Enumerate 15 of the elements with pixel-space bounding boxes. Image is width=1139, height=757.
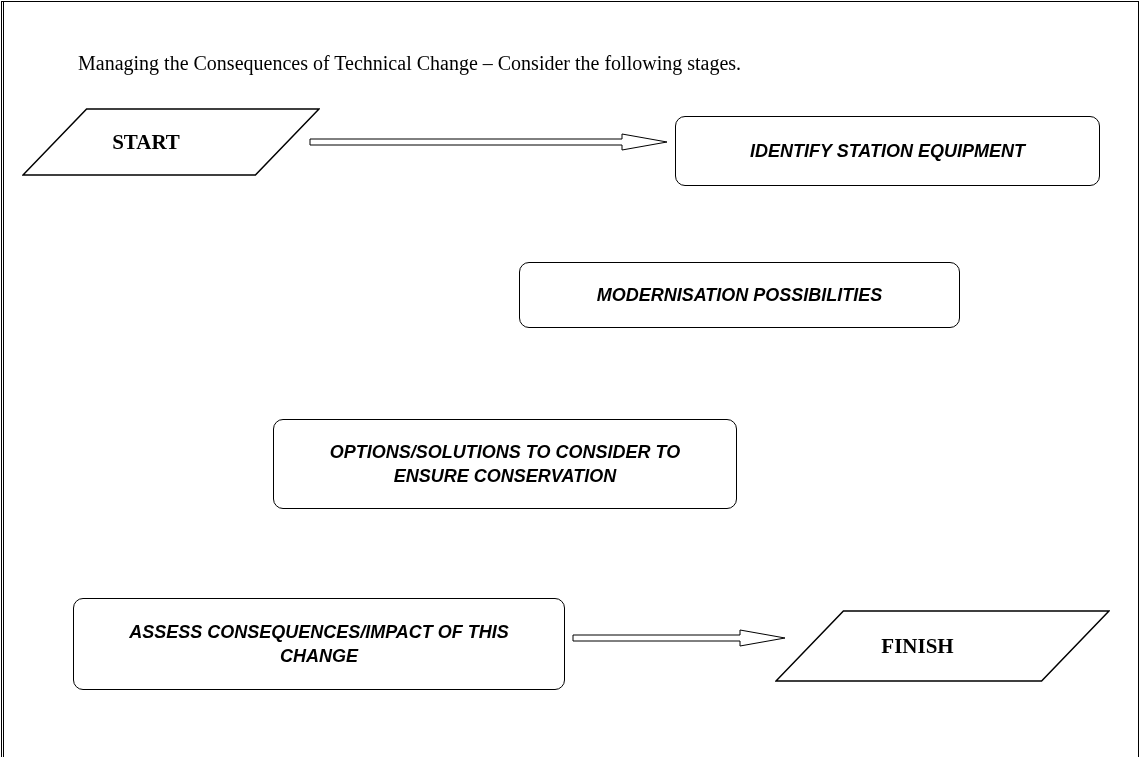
process-box [273,419,737,509]
process-box [675,116,1100,186]
hollow-arrow [309,133,668,151]
node-label: FINISH [880,632,955,660]
terminal-parallelogram [22,108,320,176]
node-label: IDENTIFY STATION EQUIPMENT [749,139,1028,163]
node-label: START [111,128,181,156]
title: Managing the Consequences of Technical Change – Consider the following stages. [78,52,742,75]
node-label: OPTIONS/SOLUTIONS TO CONSIDER TO ENSURE CONSERVATION [328,440,682,488]
process-box [73,598,565,690]
process-box [519,262,960,328]
terminal-parallelogram [775,610,1110,682]
node-label: ASSESS CONSEQUENCES/IMPACT OF THIS CHANGE [128,620,510,668]
hollow-arrow [572,629,786,647]
node-label: MODERNISATION POSSIBILITIES [595,283,884,307]
